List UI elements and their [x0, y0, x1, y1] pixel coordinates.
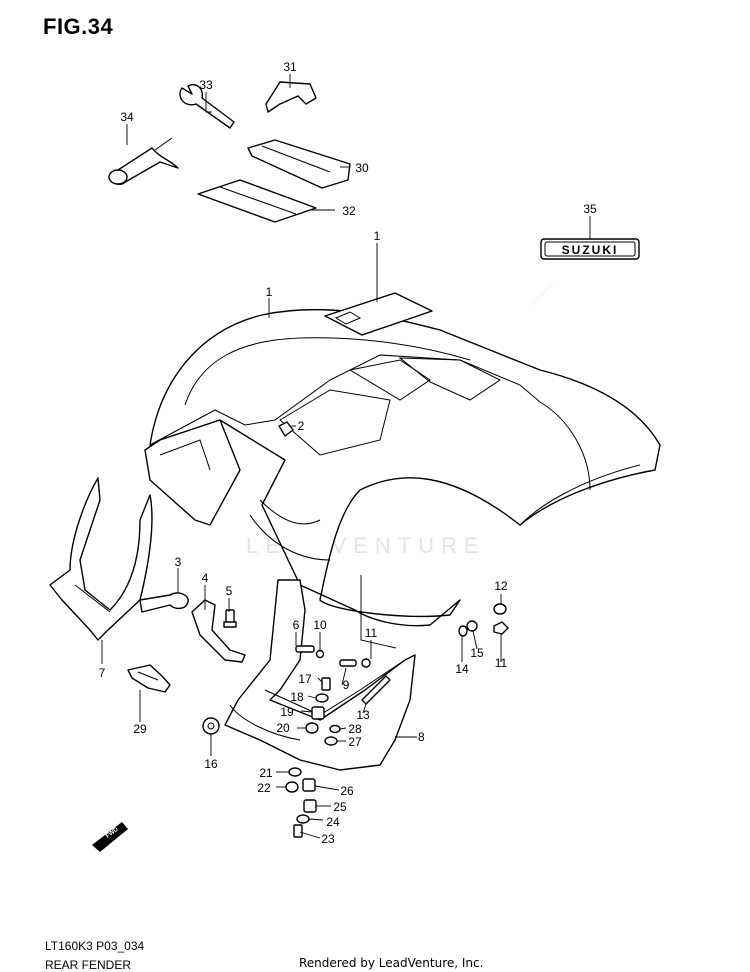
- callout-28: 27: [348, 735, 362, 749]
- callout-20: 19: [280, 705, 294, 719]
- callout-3: 2: [298, 419, 305, 433]
- footer-name: REAR FENDER: [45, 958, 132, 972]
- callout-7: 6: [293, 618, 300, 632]
- part-23-nut: [285, 781, 299, 793]
- emblem-arrow: [488, 273, 562, 352]
- callout-26: 25: [333, 800, 347, 814]
- part-19-washer: [315, 693, 329, 703]
- part-9-mudflap-right: [224, 579, 416, 771]
- part-1-rear-fender: [144, 308, 661, 627]
- callout-29: 28: [348, 722, 362, 736]
- callout-27: 26: [340, 784, 354, 798]
- part-35-grip: [108, 137, 179, 185]
- part-10-screw: [339, 659, 357, 667]
- footer-code: LT160K3 P03_034: [45, 939, 145, 953]
- part-6-bolt: [223, 609, 237, 628]
- callout-25: 24: [326, 815, 340, 829]
- part-18-bolt: [321, 677, 331, 691]
- part-30-clamp: [127, 664, 171, 693]
- callout-2: 1: [374, 229, 381, 243]
- part-31-tool-bag: [247, 139, 351, 189]
- part-20-collar: [311, 706, 325, 720]
- callout-11a: 10: [313, 618, 327, 632]
- callout-16: 15: [470, 646, 484, 660]
- callout-33: 32: [342, 204, 356, 218]
- part-13-nut: [493, 603, 507, 615]
- callout-9: 8: [418, 730, 425, 744]
- part-29-washer: [329, 724, 341, 734]
- callout-17: 16: [204, 757, 218, 771]
- part-7-screw: [295, 645, 315, 653]
- callout-24: 23: [321, 832, 335, 846]
- fwd-arrow-icon: FWD: [92, 822, 128, 852]
- part-8-mudflap-left: [49, 477, 153, 641]
- callout-8: 7: [99, 666, 106, 680]
- callout-14: 13: [356, 708, 370, 722]
- callout-6: 5: [226, 584, 233, 598]
- part-4-bracket: [139, 592, 189, 613]
- part-14-bolt: [361, 675, 391, 705]
- part-15-nut: [458, 625, 468, 637]
- part-27-collar: [302, 778, 316, 792]
- part-11-nut: [315, 649, 325, 659]
- emblem-text: SUZUKI: [562, 243, 619, 257]
- part-5-bracket: [191, 599, 246, 663]
- callout-10: 9: [343, 678, 350, 692]
- part-34-wrench: [179, 84, 235, 129]
- callout-21: 20: [276, 721, 290, 735]
- part-21-nut: [305, 722, 319, 734]
- callout-34: 33: [199, 78, 213, 92]
- callout-18: 17: [298, 672, 312, 686]
- part-17-grommet: [202, 717, 220, 735]
- part-32-strap: [265, 81, 317, 113]
- part-12-nut: [493, 621, 509, 635]
- part-11-nut-b: [361, 658, 371, 668]
- callout-12: 11: [495, 656, 508, 670]
- leader-lines: [101, 74, 591, 839]
- part-22-washer: [288, 767, 302, 777]
- part-28-washer: [324, 736, 338, 746]
- figure-title: FIG.34: [43, 14, 114, 39]
- callout-22: 21: [259, 766, 273, 780]
- callout-35: 34: [120, 110, 134, 124]
- part-3-clip: [278, 421, 294, 437]
- part-36-emblem: SUZUKI: [540, 238, 640, 260]
- callout-15: 14: [455, 662, 469, 676]
- part-24-bolt: [293, 824, 303, 838]
- callout-11b: 11: [365, 626, 378, 640]
- callout-4: 3: [175, 555, 182, 569]
- callout-23: 22: [257, 781, 271, 795]
- callout-31: 30: [355, 161, 369, 175]
- part-33-manual: [197, 179, 317, 223]
- footer-rendered-by: Rendered by LeadVenture, Inc.: [299, 956, 484, 970]
- part-2-mat: [324, 292, 433, 336]
- callout-32: 31: [283, 60, 297, 74]
- part-16-nut: [466, 620, 478, 632]
- callout-labels: 34 33 31 30 32 35 1 1 2 3 4 5 6 7 8 9 10…: [99, 60, 597, 846]
- part-25-washer: [296, 814, 310, 824]
- callout-1: 1: [266, 285, 273, 299]
- part-26-collar: [303, 799, 317, 813]
- callout-36: 35: [583, 202, 597, 216]
- callout-19: 18: [290, 690, 304, 704]
- callout-30: 29: [133, 722, 147, 736]
- callout-5: 4: [202, 571, 209, 585]
- callout-13: 12: [494, 579, 508, 593]
